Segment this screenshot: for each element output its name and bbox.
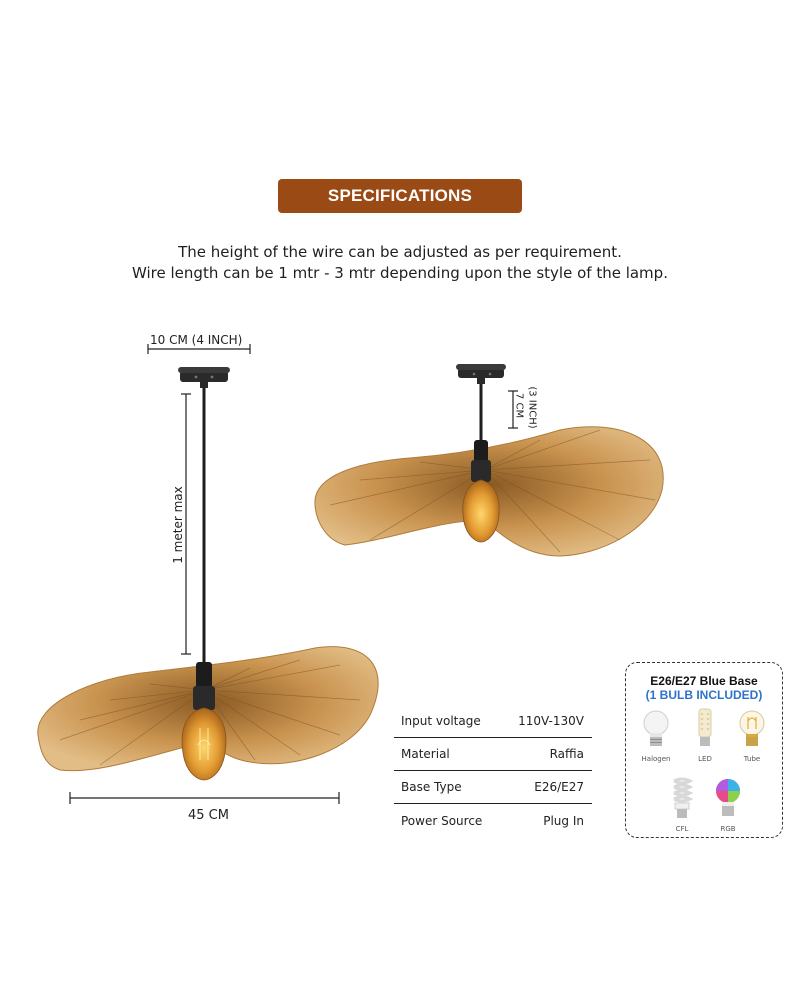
lamp-small (314, 364, 664, 557)
canopy-width-label: 10 CM (4 INCH) (150, 333, 243, 347)
spec-label: Material (401, 747, 450, 761)
led-bulb-icon (698, 708, 712, 746)
bulb-large (181, 662, 227, 781)
spec-value: E26/E27 (534, 780, 584, 794)
canopy-small (456, 364, 506, 384)
bulb-option-tube: Tube (730, 707, 774, 763)
spec-value: Plug In (543, 813, 584, 828)
halogen-bulb-icon (643, 710, 669, 746)
canopy-large (178, 367, 230, 388)
spec-row: Material Raffia (394, 738, 592, 771)
spec-value: Raffia (549, 747, 584, 761)
intro-line-1: The height of the wire can be adjusted a… (178, 243, 622, 261)
bulb-caption: Halogen (641, 755, 671, 763)
bulb-caption: Tube (743, 755, 761, 763)
shade-width-label: 45 CM (188, 808, 229, 823)
bulb-caption: RGB (720, 825, 736, 833)
spec-label: Input voltage (401, 714, 481, 728)
bulb-caption: CFL (675, 825, 689, 833)
spec-label: Power Source (401, 813, 483, 828)
specs-table: Input voltage 110V-130V Material Raffia … (394, 705, 592, 837)
lamp-large (37, 344, 379, 804)
bulb-option-halogen: Halogen (634, 707, 678, 763)
bulb-option-rgb: RGB (706, 775, 750, 833)
spec-row: Input voltage 110V-130V (394, 705, 592, 738)
canopy-height-label-cm: 7 CM (513, 392, 525, 419)
bulb-option-led: LED (683, 707, 727, 763)
rgb-bulb-icon (716, 779, 740, 816)
bulb-types-panel: E26/E27 Blue Base (1 BULB INCLUDED) Halo… (625, 662, 783, 838)
intro-line-2: Wire length can be 1 mtr - 3 mtr dependi… (132, 264, 668, 282)
bulb-panel-subtitle: (1 BULB INCLUDED) (645, 688, 763, 702)
tube-bulb-icon (739, 710, 765, 746)
wire-length-label: 1 meter max (171, 486, 185, 564)
spec-label: Base Type (401, 780, 462, 794)
spec-row: Base Type E26/E27 (394, 771, 592, 804)
cfl-bulb-icon (673, 777, 694, 818)
spec-value: 110V-130V (518, 714, 584, 728)
spec-row: Power Source Plug In (394, 804, 592, 837)
bulb-small (462, 440, 500, 543)
intro-text: The height of the wire can be adjusted a… (0, 242, 800, 284)
bulb-option-cfl: CFL (660, 775, 704, 833)
bulb-panel-title: E26/E27 Blue Base (650, 674, 758, 688)
specifications-title: SPECIFICATIONS (327, 186, 473, 205)
specifications-banner: SPECIFICATIONS (278, 179, 522, 213)
bulb-caption: LED (698, 755, 712, 763)
canopy-height-label-inch: (3 INCH) (526, 386, 538, 429)
